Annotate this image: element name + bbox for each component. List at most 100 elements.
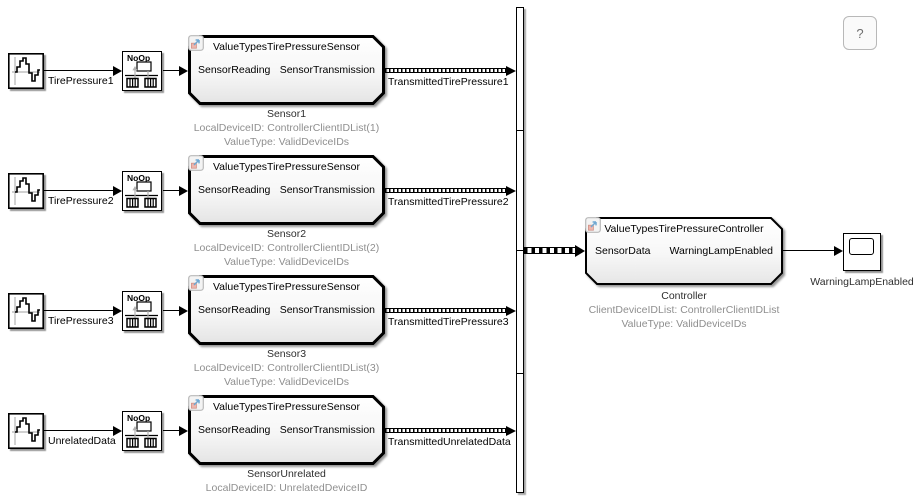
- signal-name-label[interactable]: UnrelatedData: [48, 435, 116, 447]
- block-name-label[interactable]: Sensor1: [266, 108, 307, 120]
- arrowhead-icon: [506, 425, 516, 436]
- signal-name-label[interactable]: TransmittedTirePressure1: [388, 76, 509, 88]
- signal-name-label[interactable]: TirePressure3: [48, 315, 114, 327]
- sensor-row: UnrelatedData NoOp: [0, 391, 917, 504]
- output-port-label: SensorTransmission: [279, 423, 375, 436]
- signal-source-block[interactable]: [8, 173, 45, 210]
- block-annotation: ValueType: ValidDeviceIDs: [223, 136, 350, 148]
- controller-model-block[interactable]: ValueTypesTirePressureController SensorD…: [585, 217, 783, 285]
- signal-line[interactable]: [44, 190, 114, 192]
- block-annotation: LocalDeviceID: UnrelatedDeviceID: [205, 482, 368, 494]
- arrowhead-icon: [834, 246, 843, 256]
- noop-block[interactable]: NoOp: [122, 291, 162, 331]
- noop-block[interactable]: NoOp: [122, 411, 162, 451]
- noop-block[interactable]: NoOp: [122, 171, 162, 211]
- merge-bar-divider: [517, 130, 523, 132]
- block-title: ValueTypesTirePressureController: [604, 223, 764, 235]
- block-title: ValueTypesTirePressureSensor: [212, 41, 361, 53]
- signal-name-label[interactable]: TransmittedTirePressure3: [388, 316, 509, 328]
- sensor-row: TirePressure3 NoOp: [0, 271, 917, 393]
- block-name-label[interactable]: WarningLampEnabled: [810, 276, 914, 288]
- noop-passthrough-icon: [125, 301, 158, 328]
- merge-bar-divider: [517, 373, 523, 375]
- noop-block-label: NoOp: [127, 53, 151, 63]
- question-mark-icon: ?: [856, 25, 864, 41]
- signal-name-label[interactable]: TirePressure2: [48, 195, 114, 207]
- signal-line[interactable]: [44, 310, 114, 312]
- input-port-label: SensorReading: [198, 303, 271, 316]
- signal-source-block[interactable]: [8, 53, 45, 90]
- message-bus-line[interactable]: [524, 247, 575, 254]
- signal-source-block[interactable]: [8, 293, 45, 330]
- arrowhead-icon: [575, 244, 585, 257]
- block-annotation: LocalDeviceID: ControllerClientIDList(3): [193, 362, 380, 374]
- signal-line[interactable]: [163, 70, 180, 72]
- output-port-label: SensorTransmission: [279, 183, 375, 196]
- arrowhead-icon: [179, 426, 188, 436]
- block-name-label[interactable]: Controller: [661, 290, 707, 302]
- signal-source-block[interactable]: [8, 413, 45, 450]
- output-port-label: WarningLampEnabled: [669, 244, 773, 257]
- scope-block[interactable]: [843, 233, 881, 271]
- waveform-icon: [8, 173, 45, 210]
- noop-block-label: NoOp: [127, 413, 151, 423]
- model-reference-badge-icon: [188, 155, 204, 171]
- model-reference-badge-icon: [585, 217, 601, 233]
- block-annotation: ValueType: ValidDeviceIDs: [223, 256, 350, 268]
- sensor-model-block[interactable]: ValueTypesTirePressureSensor SensorReadi…: [188, 35, 385, 105]
- signal-line[interactable]: [44, 70, 114, 72]
- block-annotation: LocalDeviceID: ControllerClientIDList(1): [193, 122, 380, 134]
- sensor-model-block[interactable]: ValueTypesTirePressureSensor SensorReadi…: [188, 395, 385, 465]
- message-signal-line[interactable]: [385, 68, 507, 73]
- scope-screen-icon: [849, 238, 874, 255]
- sensor-row: TirePressure2 NoOp: [0, 151, 917, 273]
- sensor-row: TirePressure1 NoOp: [0, 31, 917, 153]
- arrowhead-icon: [113, 306, 122, 316]
- arrowhead-icon: [179, 186, 188, 196]
- block-title: ValueTypesTirePressureSensor: [212, 281, 361, 293]
- block-name-label[interactable]: SensorUnrelated: [247, 468, 326, 480]
- message-signal-line[interactable]: [385, 188, 507, 193]
- arrowhead-icon: [179, 306, 188, 316]
- sensor-model-block[interactable]: ValueTypesTirePressureSensor SensorReadi…: [188, 275, 385, 345]
- model-reference-badge-icon: [188, 275, 204, 291]
- arrowhead-icon: [506, 65, 516, 76]
- block-title: ValueTypesTirePressureSensor: [212, 161, 361, 173]
- block-annotation: LocalDeviceID: ControllerClientIDList(2): [193, 242, 380, 254]
- merge-bar-divider: [517, 250, 523, 252]
- signal-name-label[interactable]: TirePressure1: [48, 75, 114, 87]
- noop-block-label: NoOp: [127, 173, 151, 183]
- waveform-icon: [8, 53, 45, 90]
- sensor-model-block[interactable]: ValueTypesTirePressureSensor SensorReadi…: [188, 155, 385, 225]
- model-reference-badge-icon: [188, 35, 204, 51]
- noop-block-label: NoOp: [127, 293, 151, 303]
- signal-line[interactable]: [163, 190, 180, 192]
- noop-block[interactable]: NoOp: [122, 51, 162, 91]
- signal-line[interactable]: [163, 430, 180, 432]
- message-signal-line[interactable]: [385, 428, 507, 433]
- help-button[interactable]: ?: [843, 16, 877, 50]
- input-port-label: SensorData: [595, 244, 651, 257]
- input-port-label: SensorReading: [198, 63, 271, 76]
- signal-name-label[interactable]: TransmittedTirePressure2: [388, 196, 509, 208]
- signal-line[interactable]: [783, 250, 834, 252]
- arrowhead-icon: [506, 185, 516, 196]
- input-port-label: SensorReading: [198, 183, 271, 196]
- arrowhead-icon: [113, 426, 122, 436]
- noop-passthrough-icon: [125, 181, 158, 208]
- output-port-label: SensorTransmission: [279, 63, 375, 76]
- block-name-label[interactable]: Sensor2: [266, 228, 307, 240]
- signal-line[interactable]: [44, 430, 114, 432]
- arrowhead-icon: [113, 66, 122, 76]
- waveform-icon: [8, 293, 45, 330]
- signal-name-label[interactable]: TransmittedUnrelatedData: [388, 436, 511, 448]
- model-reference-badge-icon: [188, 395, 204, 411]
- message-signal-line[interactable]: [385, 308, 507, 313]
- signal-line[interactable]: [163, 310, 180, 312]
- block-name-label[interactable]: Sensor3: [266, 348, 307, 360]
- merge-bar[interactable]: [516, 7, 524, 493]
- noop-passthrough-icon: [125, 421, 158, 448]
- block-annotation: ValueType: ValidDeviceIDs: [223, 376, 350, 388]
- block-title: ValueTypesTirePressureSensor: [212, 401, 361, 413]
